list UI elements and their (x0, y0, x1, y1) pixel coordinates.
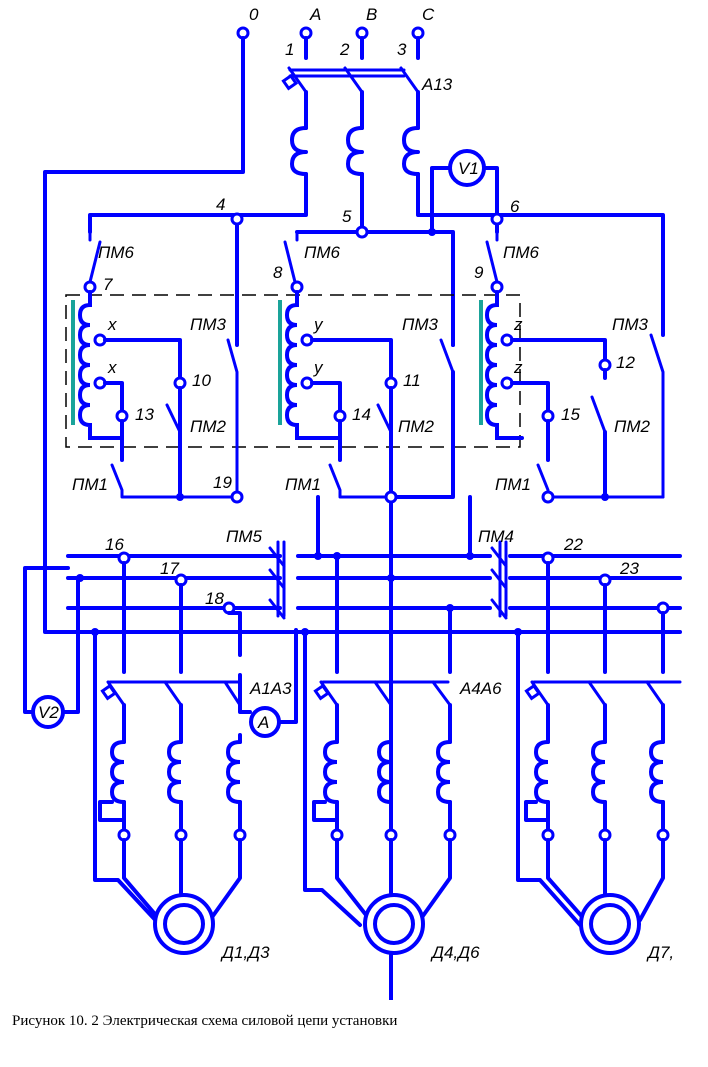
bus-feeds (316, 495, 472, 558)
pm2-3-label: ПМ2 (614, 417, 650, 436)
node-6-label: 6 (510, 197, 520, 216)
terminal-a-label: A (309, 5, 321, 24)
winding-y1-label: y (313, 315, 324, 334)
node-15-label: 15 (561, 405, 580, 424)
motor-2-label: Д4,Д6 (430, 943, 480, 962)
voltmeter-v1-wires (430, 166, 499, 234)
junction-v1 (428, 228, 436, 236)
pm3-2-return (389, 370, 455, 499)
winding-x2-label: x (107, 358, 117, 377)
breaker-a13-label: A13 (421, 75, 453, 94)
terminal-0-label: 0 (249, 5, 259, 24)
supply-terminals: 0 A B C (236, 5, 435, 40)
breaker-m2-label: А4А6 (459, 679, 502, 698)
pm2-2-label: ПМ2 (398, 417, 434, 436)
pm6-1-label: ПМ6 (98, 243, 134, 262)
pm1-2-label: ПМ1 (285, 475, 321, 494)
autotransformer-y: y y 11 14 (278, 290, 421, 440)
winding-x1-label: x (107, 315, 117, 334)
power-circuit-diagram: 0 A B C 1 2 3 A13 V1 4 5 6 (23, 5, 682, 1000)
winding-z2-label: z (513, 358, 523, 377)
motor-group-1: A А1А3 Д1,Д3 (93, 561, 298, 962)
bus-node-4 (88, 213, 239, 347)
pm3-3-label: ПМ3 (612, 315, 648, 334)
autotransformer-z: z z 12 15 (479, 290, 635, 440)
supply-reactors (289, 126, 420, 176)
pm4-label: ПМ4 (478, 527, 514, 546)
pm1-1-label: ПМ1 (72, 475, 108, 494)
node-16-label: 16 (105, 535, 124, 554)
node-22-label: 22 (563, 535, 583, 554)
breaker-m1-label: А1А3 (249, 679, 292, 698)
node-18-label: 18 (205, 589, 224, 608)
node-10-label: 10 (192, 371, 211, 390)
voltmeter-v2: V2 (23, 566, 80, 729)
terminal-b-label: B (366, 5, 377, 24)
node-2-label: 2 (339, 40, 350, 59)
pm3-2-label: ПМ3 (402, 315, 438, 334)
busbars: 16 17 18 22 23 (66, 535, 682, 636)
contacts-pm1: ПМ1 ПМ1 ПМ1 (72, 419, 665, 499)
breaker-a13-latch (281, 73, 299, 91)
motor-group-3: Д7, (516, 561, 682, 962)
pm3-1-label: ПМ3 (190, 315, 226, 334)
ammeter-label: A (257, 713, 269, 732)
node-5-label: 5 (342, 207, 352, 226)
pm5-label: ПМ5 (226, 527, 262, 546)
breaker-a13: A13 (281, 66, 453, 94)
node-1-label: 1 (285, 40, 294, 59)
terminal-c-label: C (422, 5, 435, 24)
motor-1-label: Д1,Д3 (220, 943, 270, 962)
node-9-label: 9 (474, 263, 484, 282)
autotransformer-enclosure (65, 294, 521, 448)
motor-group-2: А4А6 Д4,Д6 (303, 554, 502, 962)
node-23-label: 23 (619, 559, 639, 578)
phase-leads (304, 36, 420, 60)
voltmeter-v1-body (448, 149, 486, 187)
node-5 (355, 225, 369, 239)
node-14-label: 14 (352, 405, 371, 424)
pm2-1-label: ПМ2 (190, 417, 226, 436)
node-4 (230, 212, 244, 226)
pm6-3-label: ПМ6 (503, 243, 539, 262)
breaker-a13-blades (287, 66, 420, 94)
node-8-label: 8 (273, 263, 283, 282)
node-11-label: 11 (403, 371, 421, 390)
node-7-label: 7 (103, 275, 113, 294)
node-17-label: 17 (160, 559, 179, 578)
node-19-label: 19 (213, 473, 232, 492)
node-4-label: 4 (216, 195, 225, 214)
node-3-label: 3 (397, 40, 407, 59)
contacts-pm4: ПМ4 (478, 527, 514, 620)
winding-z1-label: z (513, 315, 523, 334)
figure-caption: Рисунок 10. 2 Электрическая схема силово… (12, 1013, 398, 1029)
voltmeter-v1-label: V1 (458, 159, 479, 178)
neutral-wire (43, 36, 245, 634)
coil-feeds (304, 90, 420, 130)
contacts-pm5: ПМ5 (226, 527, 286, 620)
node-19 (230, 490, 244, 504)
motor-3-label: Д7, (646, 943, 674, 962)
voltmeter-v2-body (31, 695, 65, 729)
node-6 (490, 212, 504, 226)
breaker-a13-linkage (288, 68, 406, 78)
pm1-3-label: ПМ1 (495, 475, 531, 494)
voltmeter-v2-label: V2 (38, 703, 59, 722)
node-13-label: 13 (135, 405, 154, 424)
contacts-pm6: ПМ6 ПМ6 ПМ6 (88, 230, 539, 284)
coil-outputs (235, 172, 499, 234)
contacts-pm3: ПМ3 ПМ3 ПМ3 (190, 315, 665, 499)
voltmeter-v1: V1 (430, 149, 499, 234)
pm6-2-label: ПМ6 (304, 243, 340, 262)
node-12-label: 12 (616, 353, 635, 372)
winding-y2-label: y (313, 358, 324, 377)
